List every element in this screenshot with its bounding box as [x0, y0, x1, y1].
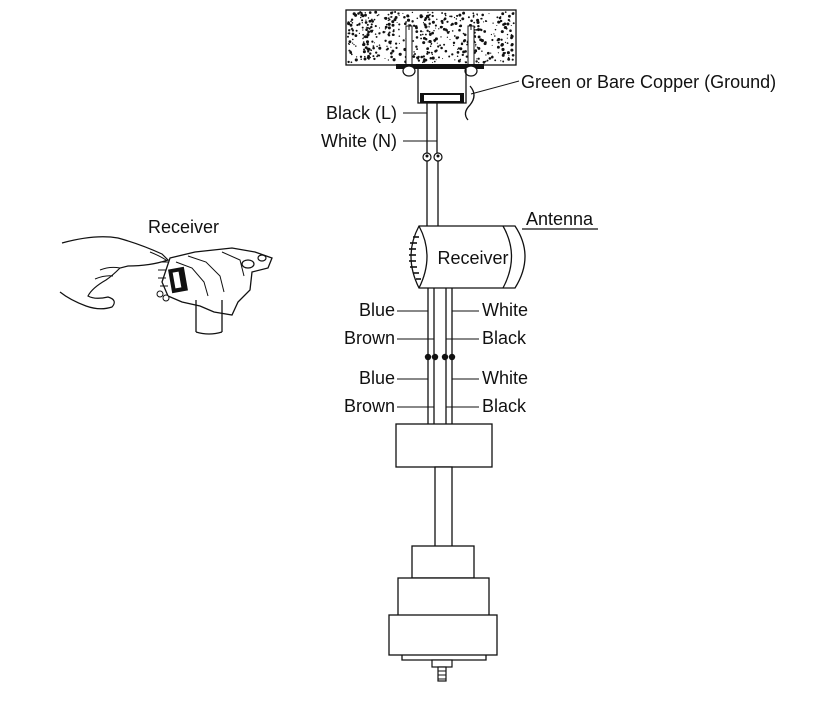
hand-icon — [59, 236, 170, 310]
wire-connector-icon — [424, 353, 456, 361]
concrete-texture — [347, 10, 515, 64]
downrod — [434, 466, 453, 548]
fan-wires — [397, 360, 479, 424]
ground-wire-label: Green or Bare Copper (Ground) — [521, 72, 776, 92]
upper-black-label: Black — [482, 328, 527, 348]
ceiling-slab — [345, 9, 517, 66]
inset-receiver-housing — [156, 247, 273, 335]
lower-blue-label: Blue — [359, 368, 395, 388]
receiver-box-label: Receiver — [437, 248, 508, 268]
fan-canopy — [395, 423, 493, 468]
supply-wires — [403, 80, 520, 160]
lower-brown-label: Brown — [344, 396, 395, 416]
antenna-label: Antenna — [526, 209, 594, 229]
lower-white-label: White — [482, 368, 528, 388]
white-n-wire-label: White (N) — [321, 131, 397, 151]
wire-connector-icon — [422, 152, 443, 162]
black-l-wire-label: Black (L) — [326, 103, 397, 123]
upper-blue-label: Blue — [359, 300, 395, 320]
mounting-bracket — [396, 24, 484, 104]
upper-brown-label: Brown — [344, 328, 395, 348]
receiver-inset-label: Receiver — [148, 217, 219, 237]
receiver-output-wires — [397, 288, 479, 354]
receiver-unit — [409, 225, 526, 289]
upper-white-label: White — [482, 300, 528, 320]
lower-black-label: Black — [482, 396, 527, 416]
fan-motor — [388, 545, 498, 682]
